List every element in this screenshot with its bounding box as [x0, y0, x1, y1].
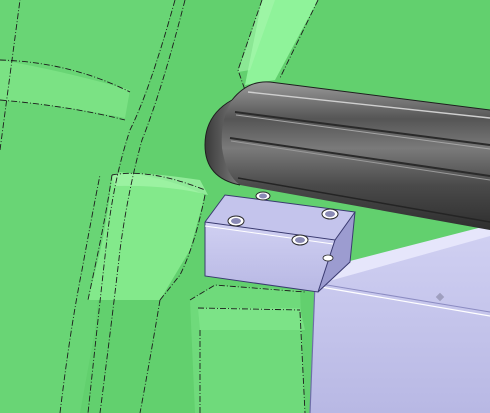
bracket-outline-front [204, 222, 336, 293]
bracket-top-face [205, 195, 355, 240]
bolt-hole-icon[interactable] [322, 254, 334, 262]
bracket-outline-side [317, 211, 356, 293]
bracket-holes [227, 191, 339, 262]
green-curved-pad [0, 60, 130, 118]
purple-panel-fold-line [314, 282, 490, 313]
bar-groove-2-highlight [230, 140, 490, 181]
bolt-hole-inner [295, 237, 305, 243]
purple-panel-top-edge [315, 225, 490, 285]
bar-groove-2 [229, 137, 490, 177]
vertex-marker-icon[interactable] [435, 292, 445, 302]
green-lower-boss-top [198, 308, 305, 330]
dark-cylinder-bar[interactable] [204, 81, 490, 231]
green-column-top [112, 173, 208, 195]
bar-bottom-edge [237, 177, 490, 223]
bar-end-cap [205, 100, 240, 185]
green-lower-boss [190, 285, 305, 413]
green-top-highlight [238, 0, 275, 72]
bolt-hole-inner [231, 218, 241, 224]
model-edge-lines [0, 0, 319, 413]
bolt-hole-inner [259, 193, 267, 199]
bar-highlight-ridge [247, 91, 490, 119]
bar-top-edge [231, 81, 490, 111]
purple-panel [310, 232, 490, 413]
bar-groove-1-highlight [235, 114, 490, 150]
bar-end-outline [204, 99, 241, 186]
purple-panel-highlight-line [314, 285, 490, 317]
bracket-bend-highlight [204, 225, 334, 245]
bracket-side-face [318, 212, 355, 292]
green-column-front [88, 172, 205, 300]
purple-panel-left-edge [309, 282, 316, 413]
bolt-hole-inner [325, 211, 335, 217]
bar-groove-1 [234, 111, 490, 146]
